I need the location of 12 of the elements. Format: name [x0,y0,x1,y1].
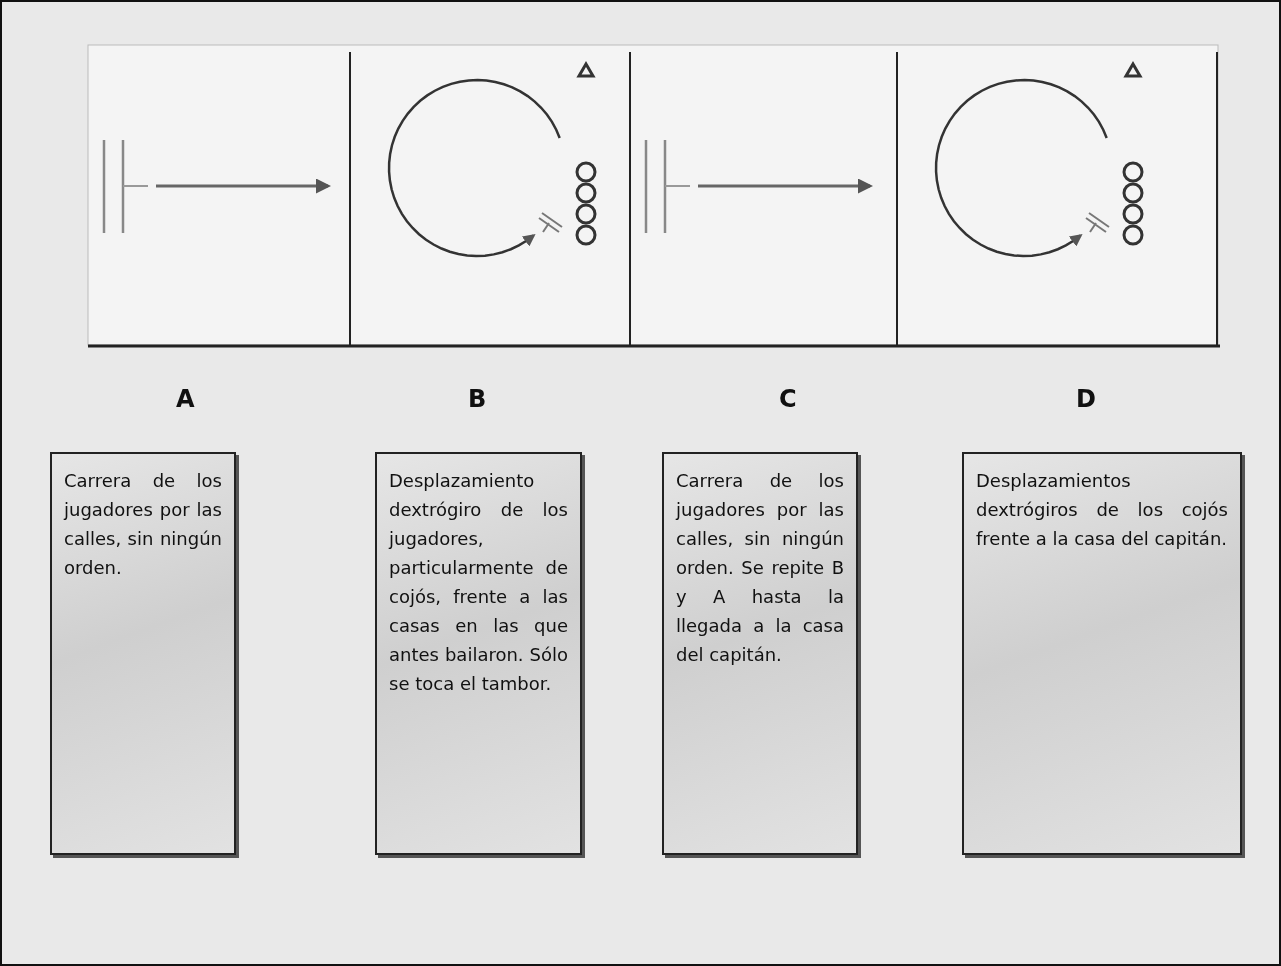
description-card [375,452,582,855]
description-text: Carrera de los jugadores por las calles, sin ningún orden. [64,469,222,580]
description-card [662,452,858,855]
column-letter: A [176,385,195,413]
description-card [50,452,236,855]
column-letter: D [1076,385,1096,413]
description-text: Carrera de los jugadores por las calles, sin ningún orden. Se repite B y A hasta la llegada a la casa del capitán. [676,469,844,667]
column-letter: B [468,385,487,413]
column-letter: C [779,385,797,413]
description-text: Desplazamientos dextrógiros de los cojós frente a la casa del capitán. [976,469,1228,551]
description-card [962,452,1242,855]
description-text: Desplazamiento dextrógiro de los jugadores, particularmente de cojós, frente a las casas en las que antes bailaron. Sólo se toca el tambor. [389,469,568,696]
